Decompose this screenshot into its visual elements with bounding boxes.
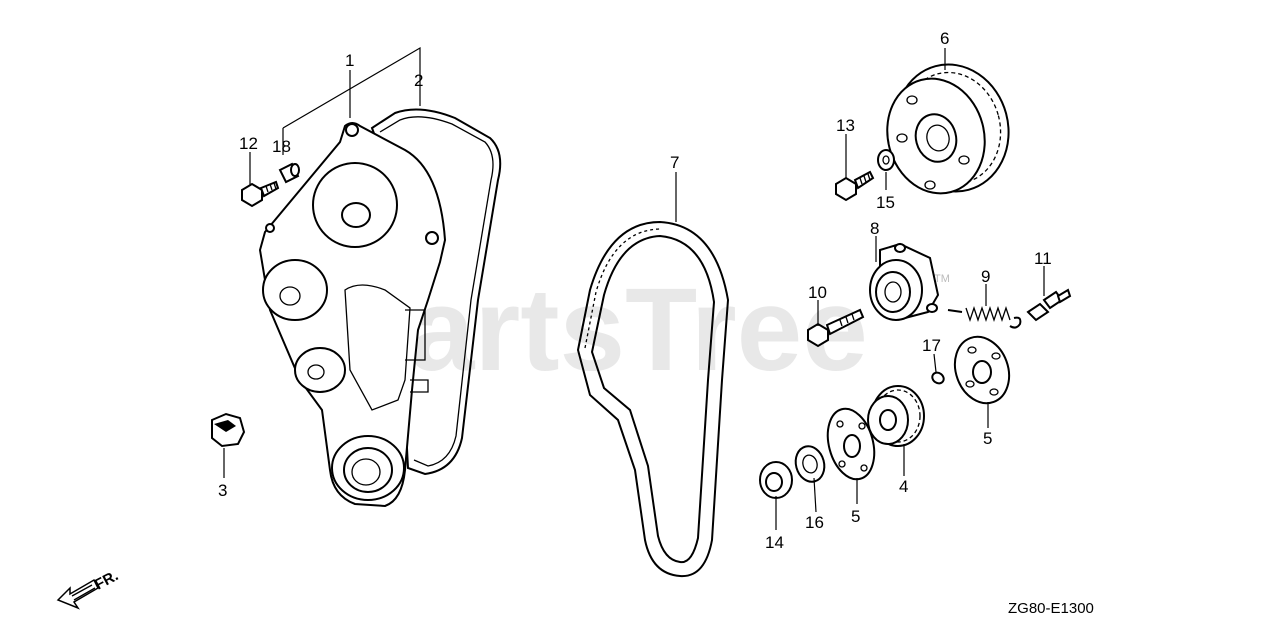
callout-3: 3 — [218, 481, 227, 500]
part-3-cap[interactable] — [211, 412, 246, 448]
callout-13: 13 — [836, 116, 855, 135]
part-8-tensioner[interactable] — [869, 242, 940, 321]
callout-14: 14 — [765, 533, 784, 552]
part-10-bolt[interactable] — [807, 308, 865, 348]
callout-5a: 5 — [851, 507, 860, 526]
front-direction-indicator: FR. — [56, 567, 121, 610]
part-6-large-pulley[interactable] — [875, 52, 1023, 205]
callout-1: 1 — [345, 51, 354, 70]
part-18-dowel[interactable] — [278, 162, 300, 184]
callout-5b: 5 — [983, 429, 992, 448]
part-16-washer[interactable] — [792, 443, 828, 485]
callout-6: 6 — [940, 29, 949, 48]
callout-2: 2 — [414, 71, 423, 90]
callout-12: 12 — [239, 134, 258, 153]
part-7-timing-belt[interactable] — [576, 220, 730, 578]
part-4-small-pulley[interactable] — [867, 385, 925, 447]
diagram-code: ZG80-E1300 — [1008, 600, 1094, 617]
callout-labels: 1 2 3 4 5 5 6 7 8 9 10 11 12 13 14 15 16… — [218, 29, 1052, 552]
callout-16: 16 — [805, 513, 824, 532]
callout-4: 4 — [899, 477, 908, 496]
callout-7: 7 — [670, 153, 679, 172]
callout-8: 8 — [870, 219, 879, 238]
callout-15: 15 — [876, 193, 895, 212]
callout-18: 18 — [272, 137, 291, 156]
part-5-flange-right[interactable] — [946, 329, 1018, 411]
part-17-key[interactable] — [930, 370, 946, 385]
part-1-timing-cover[interactable] — [258, 122, 447, 508]
part-15-washer[interactable] — [877, 149, 895, 171]
part-5-flange-left[interactable] — [820, 404, 881, 485]
callout-17: 17 — [922, 336, 941, 355]
watermark-tm: TM — [934, 273, 950, 285]
part-13-bolt[interactable] — [835, 170, 875, 202]
callout-9: 9 — [981, 267, 990, 286]
callout-10: 10 — [808, 283, 827, 302]
part-11-stud[interactable] — [1026, 288, 1072, 322]
leader-lines — [223, 46, 1045, 530]
part-12-bolt[interactable] — [241, 180, 280, 208]
part-9-spring[interactable] — [947, 305, 1022, 329]
front-arrow-icon — [56, 578, 99, 610]
callout-11: 11 — [1034, 249, 1052, 268]
part-14-oil-seal[interactable] — [759, 461, 793, 499]
part-2-gasket[interactable] — [370, 108, 502, 476]
